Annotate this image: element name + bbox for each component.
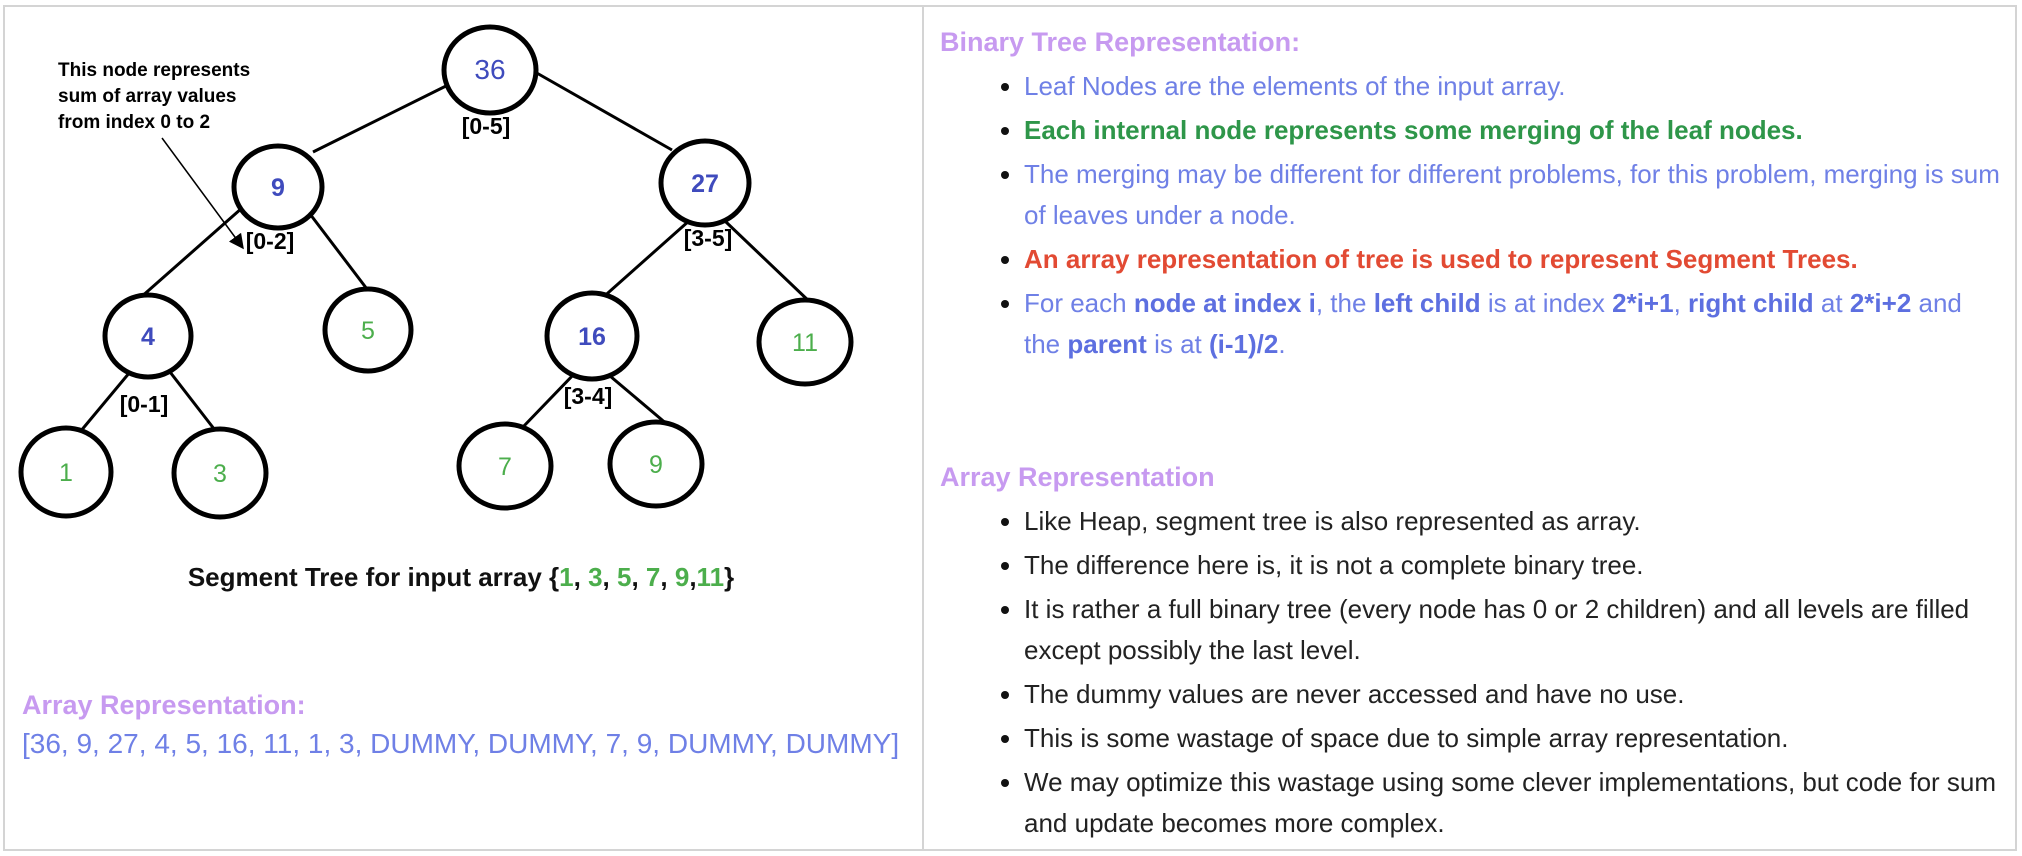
tree-edge bbox=[139, 206, 243, 300]
list-item: Each internal node represents some mergi… bbox=[1024, 110, 2000, 151]
tree-node-n3: 3 bbox=[171, 426, 269, 520]
list-item: Like Heap, segment tree is also represen… bbox=[1024, 501, 2000, 542]
range-label: [0-1] bbox=[120, 391, 169, 417]
list-item: The merging may be different for differe… bbox=[1024, 154, 2000, 236]
range-labels: [0-5] [0-2] [3-5] [0-1] [3-4] bbox=[120, 113, 733, 417]
annotation: This node represents sum of array values… bbox=[58, 60, 250, 250]
list-item: Leaf Nodes are the elements of the input… bbox=[1024, 66, 2000, 107]
tree-node-n27: 27 bbox=[658, 138, 752, 228]
tree-node-n9: 9 bbox=[231, 143, 325, 231]
node-value: 36 bbox=[474, 54, 505, 85]
list-item: We may optimize this wastage using some … bbox=[1024, 762, 2000, 844]
caption-value: 1 bbox=[559, 562, 574, 592]
binary-tree-list: Leaf Nodes are the elements of the input… bbox=[940, 66, 2000, 365]
tree-edge bbox=[724, 220, 814, 306]
tree-edge bbox=[312, 82, 451, 154]
node-value: 9 bbox=[271, 174, 285, 202]
range-label: [3-4] bbox=[564, 383, 613, 409]
tree-edge bbox=[520, 370, 578, 430]
tree-edge bbox=[168, 371, 220, 435]
array-rep-list: Like Heap, segment tree is also represen… bbox=[940, 501, 2000, 844]
annotation-line-3: from index 0 to 2 bbox=[58, 112, 210, 133]
node-value: 3 bbox=[213, 460, 227, 488]
tree-edge bbox=[308, 213, 372, 294]
node-circle bbox=[18, 425, 114, 519]
node-circle bbox=[231, 143, 325, 231]
node-circle bbox=[441, 24, 539, 116]
node-value: 9 bbox=[649, 451, 663, 479]
tree-node-n9b: 9 bbox=[607, 419, 705, 509]
annotation-line-1: This node represents bbox=[58, 60, 250, 81]
node-circle bbox=[102, 292, 194, 380]
tree-node-n7: 7 bbox=[456, 421, 554, 511]
list-item: It is rather a full binary tree (every n… bbox=[1024, 589, 2000, 671]
tree-node-n11: 11 bbox=[756, 297, 854, 387]
caption-value: 3 bbox=[588, 562, 603, 592]
tree-edge bbox=[609, 374, 669, 427]
node-circle bbox=[322, 286, 414, 374]
annotation-arrow bbox=[161, 137, 244, 250]
tree-node-n5: 5 bbox=[322, 286, 414, 374]
list-item: For each node at index i, the left child… bbox=[1024, 283, 2000, 365]
range-label: [3-5] bbox=[684, 225, 733, 251]
explanation-panel: Binary Tree Representation: Leaf Nodes a… bbox=[940, 22, 2000, 847]
node-value: 27 bbox=[691, 170, 719, 198]
node-value: 1 bbox=[59, 459, 73, 487]
tree-edge bbox=[78, 371, 132, 433]
node-circle bbox=[456, 421, 554, 511]
list-item: This is some wastage of space due to sim… bbox=[1024, 718, 2000, 759]
left-array-values: [36, 9, 27, 4, 5, 16, 11, 1, 3, DUMMY, D… bbox=[22, 728, 900, 759]
caption-value: 5 bbox=[617, 562, 632, 592]
caption-value: 11 bbox=[696, 562, 725, 592]
node-circle bbox=[171, 426, 269, 520]
node-value: 11 bbox=[792, 329, 818, 357]
tree-edge bbox=[534, 70, 673, 152]
node-circle bbox=[658, 138, 752, 228]
node-circle bbox=[607, 419, 705, 509]
list-item: The difference here is, it is not a comp… bbox=[1024, 545, 2000, 586]
tree-edge bbox=[599, 218, 691, 302]
tree-node-n1: 1 bbox=[18, 425, 114, 519]
tree-node-n36: 36 bbox=[441, 24, 539, 116]
tree-node-n16: 16 bbox=[544, 290, 640, 382]
node-circle bbox=[756, 297, 854, 387]
node-value: 5 bbox=[361, 317, 375, 345]
range-label: [0-5] bbox=[462, 113, 511, 139]
node-circle bbox=[544, 290, 640, 382]
column-divider bbox=[922, 5, 924, 851]
caption-value: 7 bbox=[645, 562, 661, 592]
array-rep-title: Array Representation bbox=[940, 462, 1215, 492]
caption-value: 9 bbox=[674, 562, 690, 592]
caption-suffix: } bbox=[724, 562, 735, 592]
node-value: 4 bbox=[141, 323, 155, 351]
node-value: 7 bbox=[498, 453, 512, 481]
annotation-line-2: sum of array values bbox=[58, 86, 236, 107]
content-frame bbox=[3, 5, 2017, 851]
range-label: [0-2] bbox=[246, 228, 295, 254]
list-item: The dummy values are never accessed and … bbox=[1024, 674, 2000, 715]
list-item: An array representation of tree is used … bbox=[1024, 239, 2000, 280]
diagram-caption: Segment Tree for input array {1, 3, 5, 7… bbox=[187, 562, 735, 592]
tree-edges bbox=[78, 70, 814, 435]
caption-prefix: Segment Tree for input array { bbox=[187, 562, 560, 592]
binary-tree-title: Binary Tree Representation: bbox=[940, 27, 1301, 57]
left-array-title: Array Representation: bbox=[22, 690, 306, 720]
node-value: 16 bbox=[578, 323, 606, 351]
tree-node-n4: 4 bbox=[102, 292, 194, 380]
